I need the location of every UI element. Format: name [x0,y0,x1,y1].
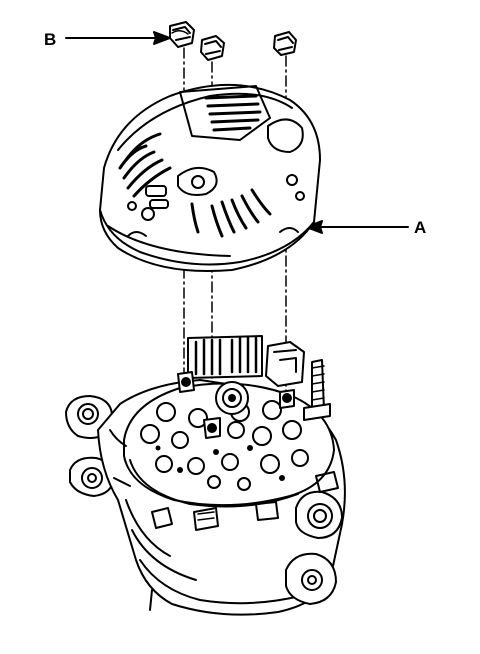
callout-label-b: B [44,30,57,49]
regulator-fins [187,335,263,379]
callout-b-arrow [65,31,171,45]
terminal-stud [303,359,331,421]
alternator-body [65,335,346,616]
nut-center [200,35,225,61]
callout-label-a: A [414,218,427,237]
rear-cover [99,84,321,273]
nut-left [169,21,195,48]
callout-a-arrow [305,220,409,234]
nut-right [273,31,297,56]
mount-studs [177,371,295,439]
connector-plug [265,341,305,387]
rotor-hub [215,381,249,415]
